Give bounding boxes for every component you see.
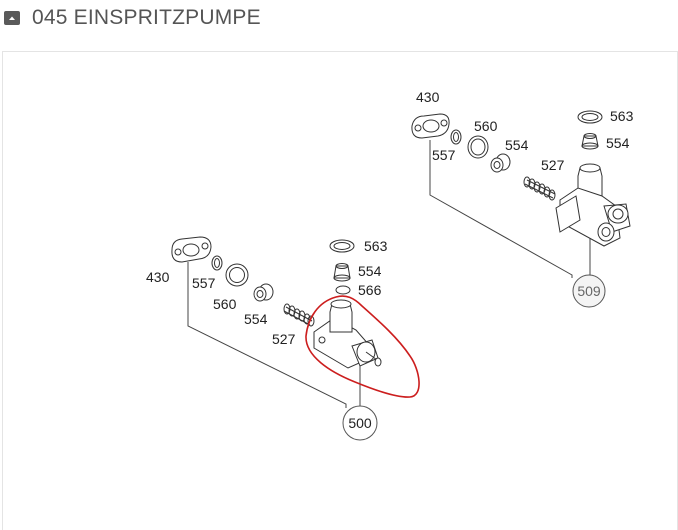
top-flange-gasket-430: [411, 113, 450, 139]
label-top-563: 563: [610, 108, 634, 124]
label-bottom-560: 560: [213, 296, 237, 312]
bottom-cap-554-b: [333, 263, 351, 282]
top-seal-ring-560: [467, 135, 489, 159]
label-top-557: 557: [432, 147, 456, 163]
bottom-pump-body: [313, 299, 382, 369]
top-boot-554-a: [490, 153, 511, 173]
label-top-554a: 554: [505, 137, 529, 153]
label-bottom-554b: 554: [358, 263, 382, 279]
label-bottom-554a: 554: [244, 311, 268, 327]
label-top-560: 560: [474, 118, 498, 134]
label-top-430: 430: [416, 89, 440, 105]
top-spring-527: [523, 176, 556, 201]
label-bottom-557: 557: [192, 275, 216, 291]
collapse-icon: [9, 16, 15, 20]
bottom-seal-ring-560: [225, 263, 249, 287]
page-title: 045 EINSPRITZPUMPE: [32, 6, 261, 29]
top-ring-557: [450, 129, 462, 145]
label-bottom-527: 527: [272, 331, 296, 347]
bottom-ring-563: [329, 239, 355, 253]
top-ring-563: [577, 110, 603, 124]
top-assembly: [411, 110, 631, 278]
label-bottom-566: 566: [358, 282, 382, 298]
page-header: 045 EINSPRITZPUMPE: [0, 0, 678, 40]
callout-500-label: 500: [348, 415, 372, 431]
callout-509-label: 509: [577, 283, 601, 299]
bottom-assembly: [171, 236, 420, 408]
label-bottom-563: 563: [364, 238, 388, 254]
collapse-button[interactable]: [4, 11, 20, 25]
bottom-ring-557: [211, 255, 223, 271]
label-top-527: 527: [541, 157, 565, 173]
bottom-boot-554-a: [253, 283, 274, 302]
callout-500[interactable]: 500: [342, 405, 378, 441]
diagram-panel: [2, 51, 678, 530]
top-pump-body: [555, 163, 631, 247]
label-bottom-430: 430: [146, 269, 170, 285]
bottom-ring-566: [335, 285, 351, 295]
bottom-spring-527: [283, 303, 315, 327]
top-cap-554-b: [581, 133, 599, 150]
callout-509[interactable]: 509: [572, 274, 606, 308]
label-top-554b: 554: [606, 135, 630, 151]
bottom-flange-gasket-430: [171, 236, 212, 263]
red-highlight-circle: [305, 295, 420, 398]
